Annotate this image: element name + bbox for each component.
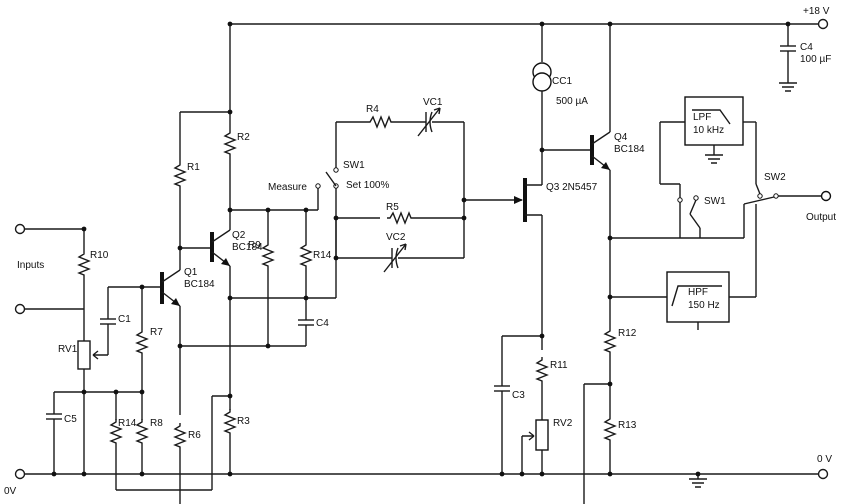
switch-sw2 — [743, 196, 775, 205]
filter-section: LPF 10 kHz SW1 SW2 Output HPF — [610, 96, 836, 488]
resistor-r7 — [136, 328, 148, 356]
variable-capacitor-vc1 — [417, 107, 441, 137]
r1-label: R1 — [187, 162, 200, 173]
q2-type: BC184 — [232, 242, 263, 253]
r14a-label: R14 — [118, 418, 137, 429]
transistor-q3 — [514, 178, 542, 222]
sw1b-label: SW1 — [704, 196, 726, 207]
sw1a-label: SW1 — [343, 160, 365, 171]
potentiometer-rv2 — [535, 419, 549, 451]
resistor-r9 — [262, 241, 274, 269]
transistor-q4 — [590, 131, 611, 171]
rv1-label: RV1 — [58, 344, 78, 355]
inputs-label: Inputs — [17, 260, 44, 271]
r9-label: R9 — [248, 240, 261, 251]
r7-label: R7 — [150, 327, 163, 338]
q1-stage: C1 Q1 BC184 R6 R7 R8 R14 — [84, 248, 230, 504]
capacitor-c4-100uf — [780, 45, 796, 52]
capacitor-c5 — [46, 413, 62, 420]
vc2-label: VC2 — [386, 232, 406, 243]
r3-label: R3 — [237, 416, 250, 427]
output-label: Output — [806, 212, 836, 223]
rv2-label: RV2 — [553, 418, 573, 429]
capacitor-c3 — [494, 385, 510, 392]
sw2-label: SW2 — [764, 172, 786, 183]
c4b-value: 100 µF — [800, 54, 831, 65]
hpf-freq: 150 Hz — [688, 300, 720, 311]
resistor-r10 — [78, 250, 90, 278]
resistor-r6 — [174, 422, 186, 450]
resistor-r14-right — [300, 241, 312, 269]
r13-label: R13 — [618, 420, 637, 431]
supply-rail: +18 V — [230, 6, 830, 30]
measure-label: Measure — [268, 182, 307, 193]
resistor-r3 — [224, 408, 236, 436]
ground-label-right: 0 V — [817, 454, 832, 465]
r12-label: R12 — [618, 328, 637, 339]
r14b-label: R14 — [313, 250, 332, 261]
transistor-q1 — [160, 269, 181, 307]
q4-stage: Q4 BC184 R12 R13 — [583, 24, 645, 504]
r10-label: R10 — [90, 250, 109, 261]
r2-label: R2 — [237, 132, 250, 143]
feedback-network: Measure SW1 Set 100% R4 VC1 R5 — [268, 97, 522, 273]
resistor-r13 — [604, 415, 616, 443]
resistor-r12 — [604, 327, 616, 355]
c1-label: C1 — [118, 314, 131, 325]
resistor-r2 — [224, 129, 236, 157]
ground-symbol-c4 — [778, 77, 798, 92]
supply-decoupling: C4 100 µF — [778, 24, 831, 92]
r11-label: R11 — [550, 360, 568, 371]
sw1-contact-a — [333, 167, 339, 173]
ground-symbol-lpf — [704, 149, 724, 164]
q4-type: BC184 — [614, 144, 645, 155]
switch-sw1-filter — [689, 199, 697, 215]
q3-label: Q3 2N5457 — [546, 182, 598, 193]
r6-label: R6 — [188, 430, 201, 441]
r8-label: R8 — [150, 418, 163, 429]
junctions — [51, 21, 791, 477]
q2-label: Q2 — [232, 230, 246, 241]
current-source-cc1 — [532, 62, 552, 92]
transistor-q2 — [210, 229, 231, 267]
resistor-r11 — [536, 356, 548, 384]
r5-label: R5 — [386, 202, 399, 213]
lpf-name: LPF — [693, 112, 711, 123]
vc1-label: VC1 — [423, 97, 443, 108]
resistor-r8 — [136, 418, 148, 446]
lpf-block: LPF 10 kHz — [684, 96, 744, 146]
capacitor-c4 — [298, 319, 314, 326]
q1-type: BC184 — [184, 279, 215, 290]
set100-label: Set 100% — [346, 180, 389, 191]
supply-label: +18 V — [803, 6, 830, 17]
resistor-r5 — [386, 212, 414, 224]
c4b-label: C4 — [800, 42, 813, 53]
r4-label: R4 — [366, 104, 379, 115]
q4-label: Q4 — [614, 132, 628, 143]
variable-capacitor-vc2 — [383, 243, 407, 273]
q2-stage: R1 Q2 BC184 R2 R3 R9 R14 C4 — [174, 24, 337, 474]
ground-rail: 0V 0 V — [4, 454, 832, 497]
hpf-block: HPF 150 Hz — [666, 271, 730, 323]
hpf-name: HPF — [688, 287, 708, 298]
potentiometer-rv1 — [77, 340, 91, 370]
resistor-r4 — [366, 116, 394, 128]
switch-sw1-measure — [325, 171, 337, 187]
resistor-r1 — [174, 161, 186, 189]
ground-label-left: 0V — [4, 486, 17, 497]
cc1-label: CC1 — [552, 76, 572, 87]
capacitor-c1 — [100, 318, 116, 325]
input-section: Inputs R10 RV1 C5 — [14, 223, 109, 474]
lpf-freq: 10 kHz — [693, 125, 724, 136]
c3-label: C3 — [512, 390, 525, 401]
q3-stage: CC1 500 µA Q3 2N5457 C3 R11 RV2 — [494, 24, 598, 474]
c5-label: C5 — [64, 414, 77, 425]
cc1-value: 500 µA — [556, 96, 588, 107]
c4a-label: C4 — [316, 318, 329, 329]
q1-label: Q1 — [184, 267, 198, 278]
